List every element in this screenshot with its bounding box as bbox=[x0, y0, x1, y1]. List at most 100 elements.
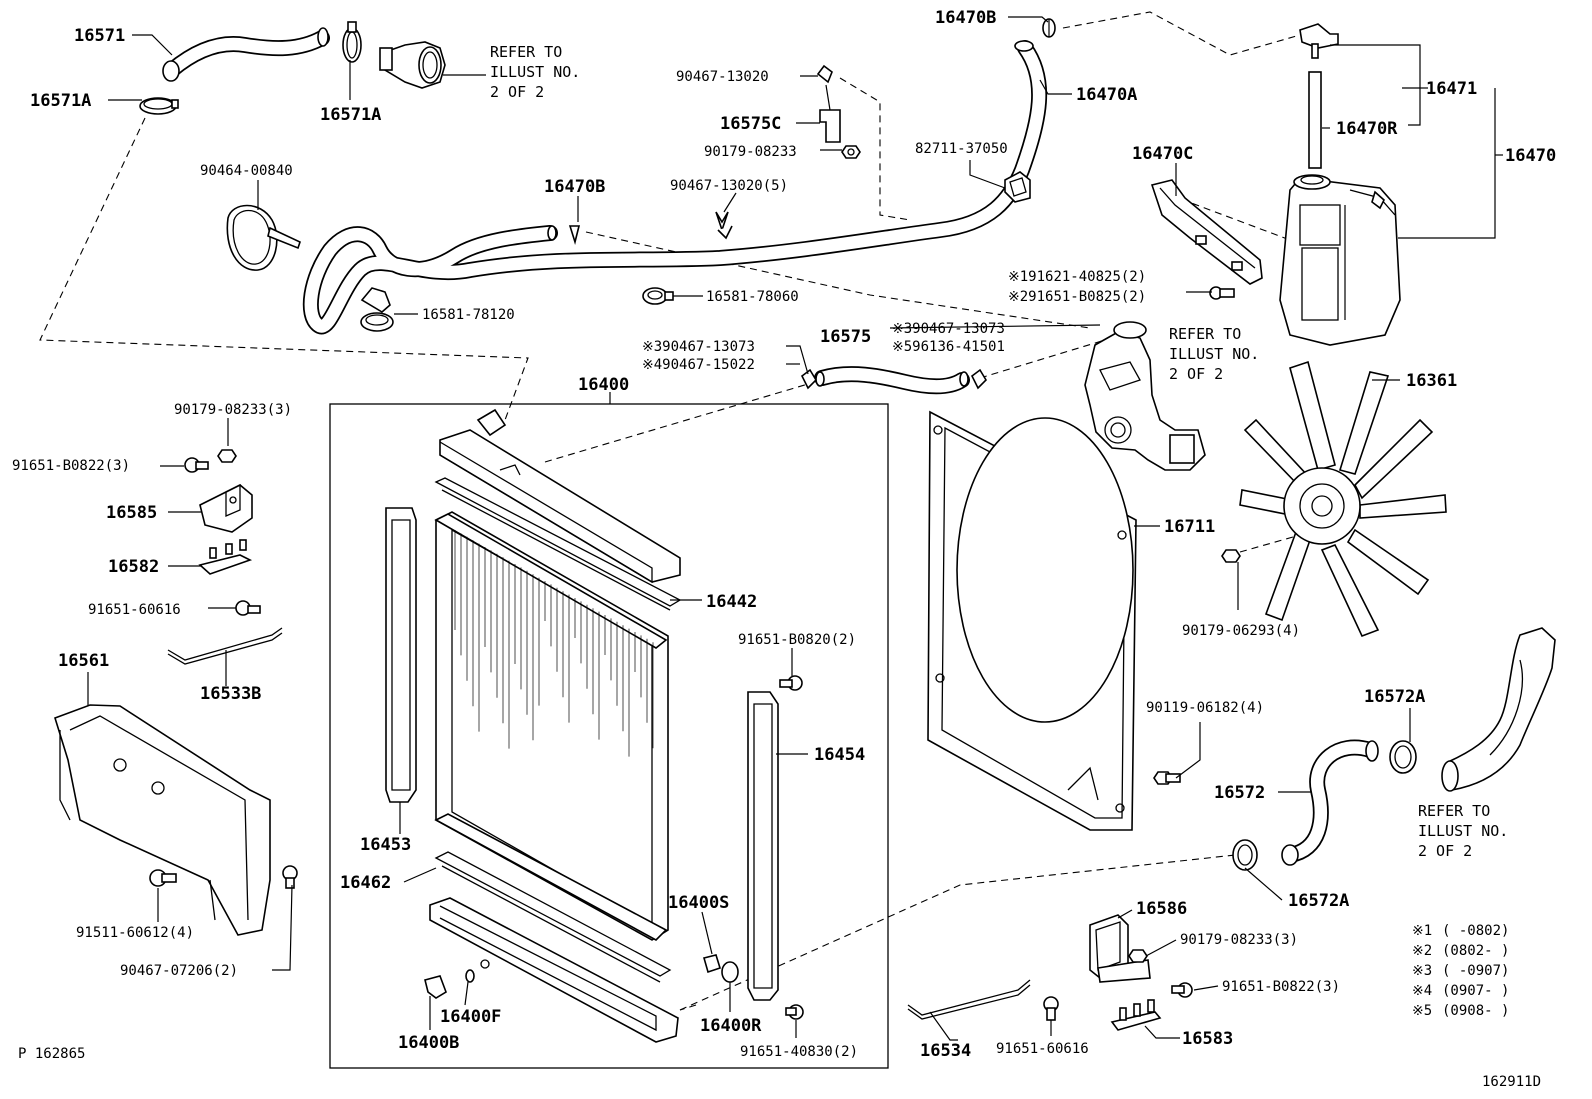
clip-16470B-mid bbox=[568, 225, 581, 245]
label-16361: 16361 bbox=[1406, 371, 1457, 391]
cap-16470R bbox=[1299, 23, 1339, 59]
legend-mark-1: ※1 bbox=[1412, 923, 1432, 939]
radiator-assembly-box bbox=[329, 392, 889, 1069]
side-support-16453 bbox=[385, 507, 417, 803]
label-90467-13020-5: 90467-13020(5) bbox=[670, 178, 788, 194]
label-16462: 16462 bbox=[340, 873, 391, 893]
label-16571: 16571 bbox=[74, 26, 125, 46]
refer-note-right-line-3: 2 OF 2 bbox=[1418, 842, 1472, 860]
clip-90467-13020-5 bbox=[715, 211, 733, 240]
label-90119-06182-4: 90119-06182(4) bbox=[1146, 700, 1264, 716]
label-16453: 16453 bbox=[360, 835, 411, 855]
bolt-91651-60616-left bbox=[235, 600, 261, 616]
label-16442: 16442 bbox=[706, 592, 757, 612]
label-16582: 16582 bbox=[108, 557, 159, 577]
label-90179-06293-4: 90179-06293(4) bbox=[1182, 623, 1300, 639]
leader-lines bbox=[87, 16, 1503, 1041]
water-outlet-housing bbox=[379, 41, 446, 89]
long-hose-assembly bbox=[302, 40, 1048, 335]
label-16400: 16400 bbox=[578, 375, 629, 395]
legend-range-5: (0908- ) bbox=[1442, 1003, 1509, 1019]
footer-figure-id: 162911D bbox=[1482, 1074, 1541, 1090]
clip-90467-13073-right bbox=[970, 368, 988, 390]
label-90179-08233-3-left: 90179-08233(3) bbox=[174, 402, 292, 418]
label-16711: 16711 bbox=[1164, 517, 1215, 537]
reservoir-hose bbox=[1308, 71, 1322, 169]
label-91651-B0822-3-right: 91651-B0822(3) bbox=[1222, 979, 1340, 995]
label-91651-B0820-2: 91651-B0820(2) bbox=[738, 632, 856, 648]
fan-16361 bbox=[1239, 360, 1447, 638]
water-pump-housing bbox=[1084, 321, 1206, 471]
gasket-16462-lower bbox=[434, 851, 672, 983]
label-91651-40830-2: 91651-40830(2) bbox=[740, 1044, 858, 1060]
legend-range-2: (0802- ) bbox=[1442, 943, 1509, 959]
legend-range-4: (0907- ) bbox=[1442, 983, 1509, 999]
bolt-90119-06182 bbox=[1153, 771, 1181, 785]
label-90179-08233-3-right: 90179-08233(3) bbox=[1180, 932, 1298, 948]
label-16583: 16583 bbox=[1182, 1029, 1233, 1049]
bracket-16582 bbox=[198, 539, 253, 575]
nut-90179-08233-3-left bbox=[217, 449, 237, 463]
rod-16533B bbox=[167, 627, 283, 665]
label-90467-13073-right: ※390467-13073 bbox=[892, 321, 1005, 337]
footer-illustration-id: P 162865 bbox=[18, 1046, 85, 1062]
radiator-core-fins bbox=[454, 530, 654, 757]
label-16533B: 16533B bbox=[200, 684, 261, 704]
label-90464-00840: 90464-00840 bbox=[200, 163, 293, 179]
fan-shroud-16711 bbox=[927, 410, 1137, 831]
bolt-91651-B0820 bbox=[779, 675, 803, 691]
label-16586: 16586 bbox=[1136, 899, 1187, 919]
clamp-16572A-lower bbox=[1232, 839, 1258, 871]
upper-radiator-hose-16571 bbox=[162, 27, 330, 82]
rod-16534 bbox=[907, 979, 1031, 1020]
clip-82711-37050 bbox=[1004, 171, 1031, 203]
hose-16572 bbox=[1281, 739, 1379, 866]
bolt-91651-B0822-3-left bbox=[184, 457, 209, 473]
label-16581-78120: 16581-78120 bbox=[422, 307, 515, 323]
oring-16400F bbox=[465, 969, 475, 983]
legend-range-1: ( -0802) bbox=[1442, 923, 1509, 939]
legend-mark-3: ※3 bbox=[1412, 963, 1432, 979]
date-range-legend: ※1 ( -0802) ※2 (0802- ) ※3 ( -0907) ※4 (… bbox=[1412, 923, 1509, 1019]
plug-16400S bbox=[703, 954, 721, 974]
band-90464-00840 bbox=[226, 204, 301, 271]
label-16571A-left: 16571A bbox=[30, 91, 91, 111]
label-16572A-lower: 16572A bbox=[1288, 891, 1349, 911]
nut-90179-08233 bbox=[841, 145, 861, 159]
water-inlet-pipe bbox=[1441, 627, 1556, 792]
radiator-upper-tank bbox=[439, 408, 681, 584]
bolt-91621-40825 bbox=[1209, 286, 1235, 300]
reservoir-tank-16470 bbox=[1279, 174, 1401, 346]
hose-clamp-16571A-right bbox=[342, 21, 362, 63]
label-16575: 16575 bbox=[820, 327, 871, 347]
label-91651-60616-left: 91651-60616 bbox=[88, 602, 181, 618]
label-91511-60612-4: 91511-60612(4) bbox=[76, 925, 194, 941]
legend-mark-4: ※4 bbox=[1412, 983, 1432, 999]
legend-range-3: ( -0907) bbox=[1442, 963, 1509, 979]
label-16470R: 16470R bbox=[1336, 119, 1398, 139]
label-16534: 16534 bbox=[920, 1041, 971, 1061]
label-90179-08233: 90179-08233 bbox=[704, 144, 797, 160]
hose-16575 bbox=[814, 366, 970, 395]
label-16470C: 16470C bbox=[1132, 144, 1193, 164]
label-16581-78060: 16581-78060 bbox=[706, 289, 799, 305]
clamp-16572A-upper bbox=[1389, 740, 1417, 774]
bracket-16583 bbox=[1110, 999, 1162, 1031]
bracket-16586 bbox=[1089, 914, 1151, 983]
label-90467-13020: 90467-13020 bbox=[676, 69, 769, 85]
refer-note-top-line-3: 2 OF 2 bbox=[490, 83, 544, 101]
label-16470: 16470 bbox=[1505, 146, 1556, 166]
label-91651-B0822-3-left: 91651-B0822(3) bbox=[12, 458, 130, 474]
bracket-16470C bbox=[1150, 179, 1263, 285]
nut-90179-08233-3-right bbox=[1128, 949, 1148, 963]
label-90467-15022: ※490467-15022 bbox=[642, 357, 755, 373]
bolt-91511-60612 bbox=[149, 869, 177, 887]
legend-mark-5: ※5 bbox=[1412, 1003, 1432, 1019]
radiator-lower-tank bbox=[429, 897, 679, 1043]
refer-note-top-line-1: REFER TO bbox=[490, 43, 562, 61]
part-number-labels: 16571 16571A 16571A 16470B 16470A 16471 … bbox=[12, 8, 1556, 1061]
refer-note-mid-line-3: 2 OF 2 bbox=[1169, 365, 1223, 383]
label-16470B-mid: 16470B bbox=[544, 177, 605, 197]
clamp-16581-78120 bbox=[360, 287, 394, 332]
